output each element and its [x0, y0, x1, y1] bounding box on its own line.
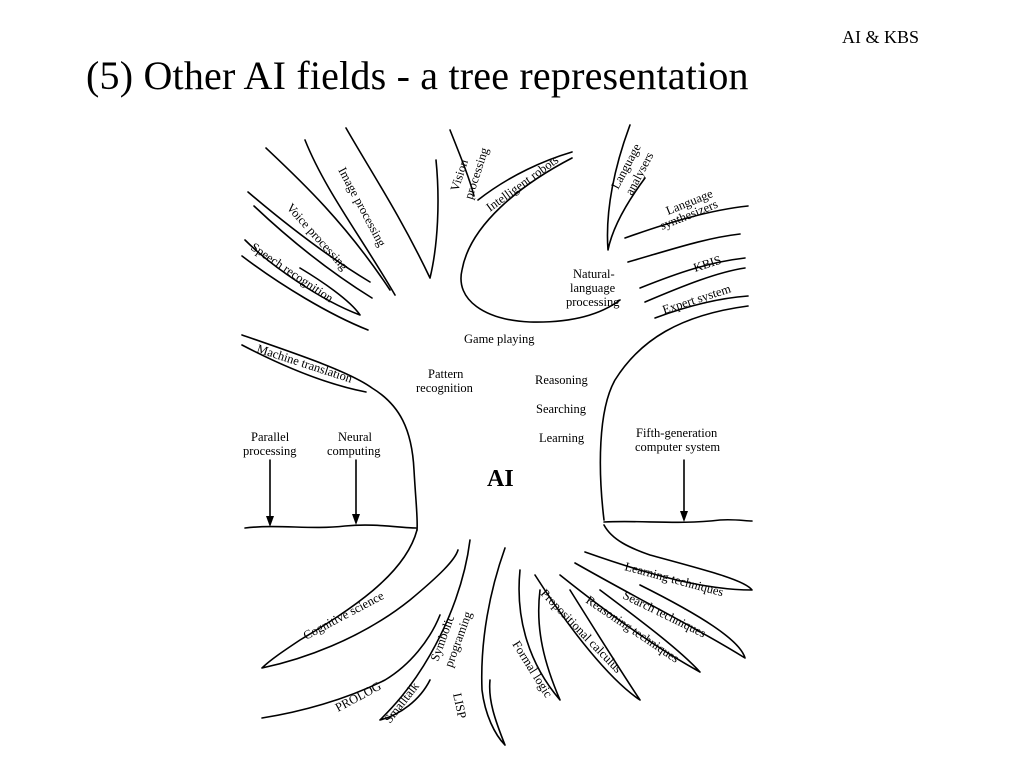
label-fifth-generation: Fifth-generation	[636, 426, 718, 440]
label-parallel: Parallel	[251, 430, 290, 444]
label-smalltalk: Smalltalk	[381, 679, 422, 726]
vision-branch-right	[449, 129, 475, 197]
corner-tag: AI & KBS	[842, 27, 920, 47]
kbis-branch	[639, 257, 746, 289]
label-recognition: recognition	[416, 381, 474, 395]
machine-translation-branch	[241, 344, 367, 393]
intelligent-robots-branch	[477, 151, 573, 201]
voice-processing-branch-lower	[253, 205, 373, 299]
label-learning: Learning	[539, 431, 585, 445]
fifth-gen-arrowhead	[680, 511, 688, 522]
language-analysers-branch	[606, 124, 646, 251]
ground-line-right	[603, 518, 753, 524]
root-search-tech	[574, 562, 746, 659]
label-natural-2: language	[570, 281, 616, 295]
root-formal-logic	[518, 569, 561, 701]
root-cognitive-science	[261, 529, 459, 669]
slide-title: (5) Other AI fields - a tree representat…	[86, 53, 749, 98]
label-intelligent-robots: Intelligent robots	[484, 153, 562, 215]
image-processing-branch-inner	[304, 139, 396, 296]
label-parallel-processing: processing	[243, 444, 297, 458]
label-cognitive-science: Cognitive science	[301, 588, 387, 642]
image-processing-branch	[265, 147, 391, 291]
language-synthesizers-branch-lower	[627, 233, 741, 263]
expert-system-branch	[654, 295, 749, 319]
parallel-arrowhead	[266, 516, 274, 527]
canopy-center-loop	[460, 157, 621, 323]
label-image-processing: Image processing	[335, 165, 389, 250]
voice-processing-branch	[247, 191, 371, 283]
language-synthesizers-branch	[624, 205, 749, 239]
trunk-left-edge	[241, 334, 419, 531]
label-computer-system: computer system	[635, 440, 720, 454]
neural-arrowhead	[352, 514, 360, 525]
root-prolog	[261, 614, 441, 719]
label-neural-computing: computing	[327, 444, 381, 458]
root-reasoning-tech	[559, 574, 701, 673]
label-reasoning: Reasoning	[535, 373, 589, 387]
trunk-right-edge	[599, 305, 749, 521]
label-voice-processing: Voice processing	[284, 201, 352, 274]
label-neural: Neural	[338, 430, 373, 444]
label-prolog: PROLOG	[333, 679, 384, 715]
label-natural-3: processing	[566, 295, 620, 309]
speech-recognition-branch-lower	[241, 255, 369, 331]
speech-recognition-branch	[244, 239, 361, 316]
label-machine-translation: Machine translation	[255, 342, 355, 386]
kbis-branch-lower	[644, 267, 746, 303]
label-lisp: LISP	[450, 692, 469, 720]
label-game-playing: Game playing	[464, 332, 535, 346]
root-propositional	[534, 574, 641, 701]
root-learning-tech	[584, 524, 753, 591]
label-searching: Searching	[536, 402, 587, 416]
root-lisp	[480, 547, 506, 746]
vision-branch	[345, 127, 439, 279]
root-symbolic	[379, 539, 471, 721]
ground-line-left	[244, 524, 417, 529]
label-ai-root: AI	[487, 466, 514, 492]
label-kbis: KBIS	[692, 253, 723, 275]
label-natural-1: Natural-	[573, 267, 615, 281]
label-pattern: Pattern	[428, 367, 464, 381]
